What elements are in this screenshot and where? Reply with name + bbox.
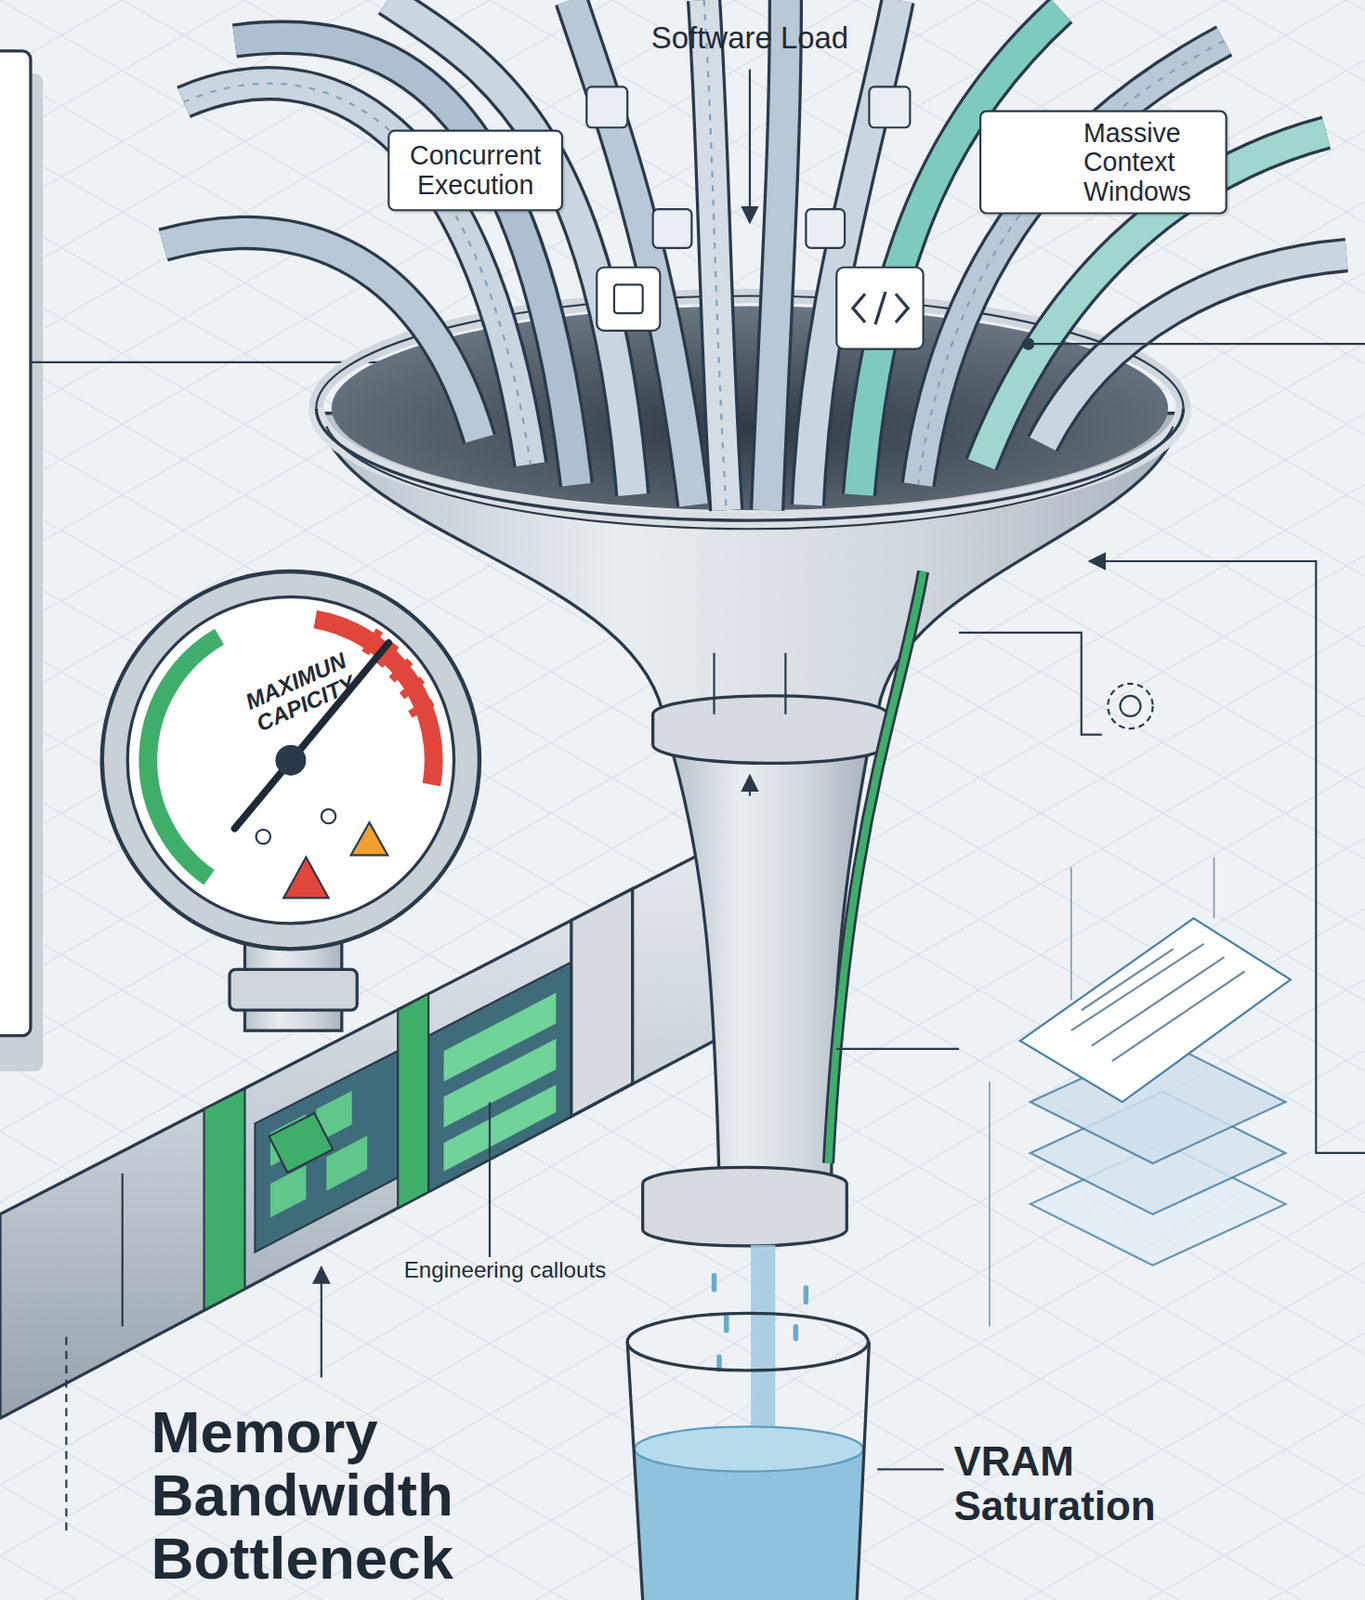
leader-line (1030, 342, 1365, 345)
data-blocks (444, 993, 557, 1172)
gauge-nut (229, 969, 357, 1011)
leader-line (877, 1468, 944, 1470)
beaker-rim (627, 1312, 868, 1370)
pressure-gauge (102, 571, 480, 1031)
flow-arrow (748, 775, 751, 797)
water-surface (634, 1426, 864, 1471)
layer-guides (989, 856, 1215, 1326)
callout-box: Massive Context Windows (979, 110, 1228, 215)
leader-line (836, 1048, 959, 1050)
gauge-screw (321, 809, 336, 824)
stacked-layers (989, 856, 1291, 1326)
leader-dot (1023, 339, 1034, 350)
layer-lines (1071, 944, 1246, 1062)
leader-arrow (320, 1267, 323, 1379)
callout-label: Software Load (596, 20, 903, 55)
doc-icon (805, 209, 845, 249)
pipe-band (397, 994, 429, 1209)
callout-label: VRAM Saturation (954, 1438, 1209, 1529)
gear-icon (1119, 695, 1141, 717)
callout-box: Concurrent Execution (387, 129, 564, 211)
funnel-front (315, 407, 1183, 1247)
gauge-face (127, 596, 454, 923)
gauge-green-arc (147, 636, 220, 878)
funnel-strip (827, 571, 923, 1164)
box-text: Concurrent Execution (395, 141, 555, 201)
funnel-rim (315, 407, 1183, 521)
doc-icon (653, 209, 693, 249)
pipe-tag (268, 1113, 333, 1173)
leader-line (958, 632, 1103, 735)
chip-icon (614, 284, 644, 314)
funnel-stem (673, 755, 868, 1184)
pipe-window (254, 1050, 398, 1252)
funnel-detail (714, 653, 787, 715)
leader-line (488, 1102, 491, 1258)
pipe-band (204, 1089, 246, 1311)
gauge-rim (102, 571, 480, 949)
pipe-window (428, 962, 572, 1193)
box-text: Massive Context Windows (1083, 118, 1218, 208)
gauge-screw (256, 829, 271, 844)
heading-label: Memory Bandwidth Bottleneck (150, 1400, 518, 1590)
funnel-rim (315, 407, 1183, 521)
leader-line (65, 1337, 67, 1532)
code-icon (836, 267, 923, 350)
layer-sheet (1020, 918, 1291, 1103)
droplets (714, 1275, 807, 1370)
callout-label: Engineering callouts (403, 1257, 608, 1285)
warning-icon (351, 822, 389, 855)
chip-icon (596, 267, 660, 331)
vram-beaker (627, 1245, 869, 1600)
code-glyph (853, 291, 908, 325)
leader-arrow (748, 69, 751, 224)
pipe-seam (121, 1173, 124, 1327)
funnel-rim (326, 426, 1173, 529)
stem-collar (643, 1167, 848, 1247)
funnel-strip (827, 571, 923, 1164)
funnel-collar (653, 695, 889, 763)
callout-lines (65, 69, 1365, 1532)
doc-icon (868, 86, 910, 128)
gear-icon (1107, 683, 1153, 729)
gauge-hub (275, 745, 306, 776)
doc-icon (586, 86, 628, 128)
panel (0, 51, 31, 1037)
pipe-collar (571, 889, 633, 1117)
gauge-ticks (365, 630, 433, 715)
warning-icon (283, 856, 329, 898)
beaker-wall (627, 1341, 869, 1600)
